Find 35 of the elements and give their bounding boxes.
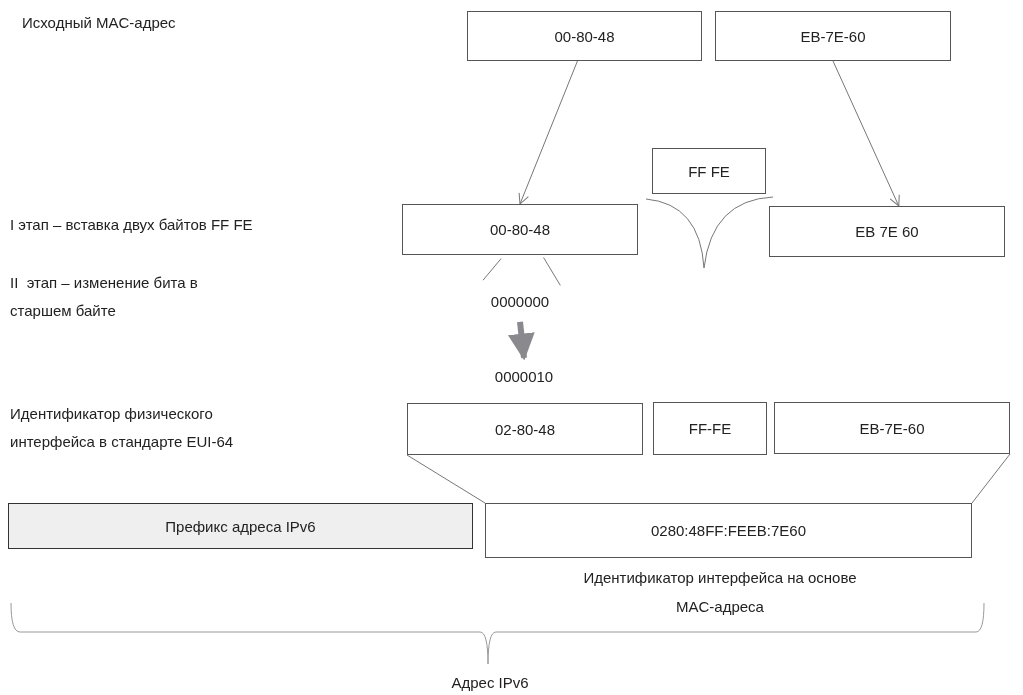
address-text: 00-80-48 <box>489 221 550 238</box>
address-text: EB-7E-60 <box>859 419 925 437</box>
address-text: Префикс адреса IPv6 <box>165 517 316 535</box>
address-text: 02-80-48 <box>494 420 555 438</box>
prefix-box <box>8 503 473 549</box>
arrow <box>832 60 900 207</box>
arrow <box>507 321 535 361</box>
bit-pattern: 0000010 <box>482 363 566 389</box>
address-text: FF-FE <box>688 420 732 437</box>
address-box <box>402 204 638 255</box>
connector-line <box>482 258 502 281</box>
address-box <box>467 11 702 61</box>
connector-line <box>971 453 1011 504</box>
address-box <box>769 206 1005 257</box>
connector-line <box>406 454 486 504</box>
address-text: EB 7E 60 <box>855 223 919 240</box>
brace-label: Адрес IPv6 <box>450 673 530 693</box>
address-text: 0280:48FF:FEEB:7E60 <box>650 522 807 539</box>
step-label: II этап – изменение бита в старшем байте <box>10 273 199 321</box>
address-box <box>407 403 643 455</box>
address-box <box>485 503 972 558</box>
address-text: EB-7E-60 <box>800 27 866 45</box>
address-box <box>715 11 951 61</box>
bit-pattern: 0000000 <box>478 288 562 314</box>
caption-text: Идентификатор интерфейса на основе MAC-адреса <box>582 568 858 617</box>
address-box <box>653 402 767 455</box>
connector-line <box>543 257 561 286</box>
address-box <box>652 148 766 194</box>
step-label: Идентификатор физического интерфейса в стандарте EUI-64 <box>10 404 235 452</box>
arrow <box>518 60 578 205</box>
address-box <box>774 402 1010 454</box>
address-text: 00-80-48 <box>554 27 615 45</box>
address-text: FF FE <box>688 162 730 180</box>
step-label: Исходный MAC-адрес <box>22 13 177 33</box>
step-label: I этап – вставка двух байтов FF FE <box>10 215 254 235</box>
